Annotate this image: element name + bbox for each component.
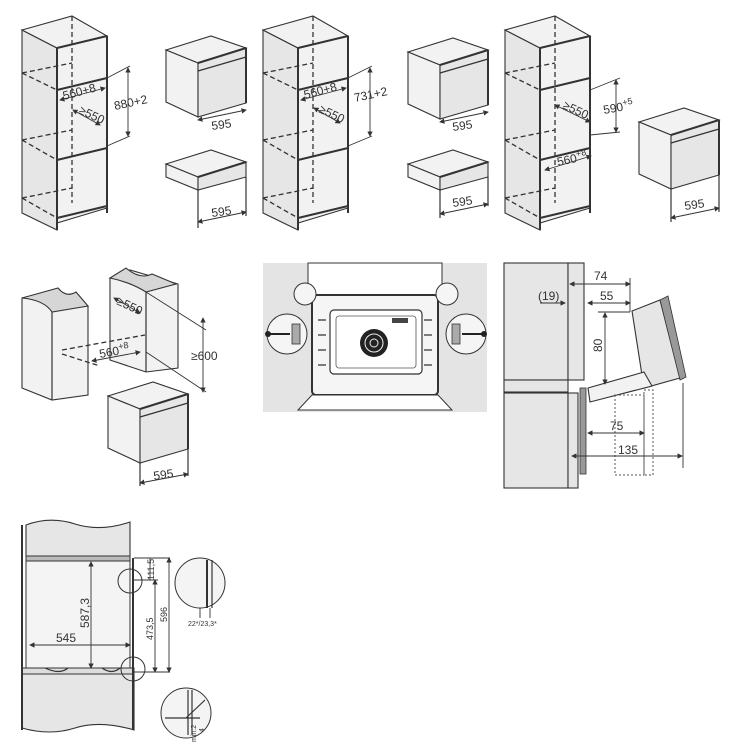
screw-icon — [462, 331, 487, 337]
niche-width-value: 560 — [556, 151, 579, 169]
bottom-offset-label: 4 — [199, 728, 206, 732]
door-clearance-view: 74 (19) 55 80 75 135 — [503, 262, 687, 489]
oven-b-drawing: 595 — [407, 37, 489, 134]
top-gap-label: 111,5 — [146, 559, 156, 580]
drawer-a-drawing: 595 — [165, 149, 247, 228]
dim-19-label: (19) — [538, 289, 559, 303]
oven-c-drawing: 595 — [638, 107, 720, 222]
niche-height-label: 880+2 — [113, 92, 149, 113]
screw-icon — [265, 331, 290, 337]
drawer-b-drawing: 595 — [407, 149, 489, 218]
niche-width-label: 560+8 — [555, 147, 588, 169]
oven-a-width-label: 595 — [210, 116, 232, 133]
dim-80-label: 80 — [591, 338, 605, 352]
total-height-label: 596 — [159, 607, 169, 622]
fix-height-label: 473,5 — [145, 617, 155, 640]
tall-cabinet-880-drawing: 560+8 ≥550 880+2 — [21, 15, 149, 231]
tall-cabinet-731-drawing: 560+8 ≥550 731+2 — [262, 15, 389, 231]
niche-section-view: 545 587,3 111,5 473,5 596 22*/23,3* min.… — [21, 519, 226, 742]
min-gap-label: min.2 — [191, 725, 198, 742]
tall-cabinet-590-drawing: ≥550 590+5 560+8 — [504, 15, 635, 231]
oven-b-width-label: 595 — [451, 117, 473, 134]
niche-height-value: 590 — [602, 100, 624, 117]
depth-min-label: ≥600 — [191, 349, 218, 363]
dim-55-label: 55 — [600, 289, 614, 303]
niche-width-tolerance: +8 — [117, 340, 129, 352]
niche-height-tolerance: +5 — [621, 96, 633, 108]
niche-width-label: 560+8 — [98, 340, 131, 361]
dim-135-label: 135 — [618, 443, 638, 457]
oven-width-label: 595 — [152, 466, 174, 483]
height-587-label: 587,3 — [78, 598, 92, 628]
drawer-b-width-label: 595 — [451, 193, 473, 210]
base-unit-drawing: ≥550 560+8 ≥600 595 — [21, 267, 218, 486]
niche-height-label: 731+2 — [353, 84, 389, 105]
drawer-a-width-label: 595 — [210, 203, 232, 220]
niche-width-value: 560 — [98, 344, 120, 361]
oven-a-drawing: 595 — [165, 35, 247, 133]
width-545-label: 545 — [56, 631, 76, 645]
front-gap-label: 22*/23,3* — [188, 621, 217, 628]
niche-width-tolerance: +8 — [575, 147, 587, 159]
front-fixing-view — [263, 262, 487, 412]
oven-c-width-label: 595 — [683, 196, 705, 213]
niche-height-label: 590+5 — [602, 96, 635, 117]
dim-74-label: 74 — [594, 269, 608, 283]
dim-75-label: 75 — [610, 419, 624, 433]
